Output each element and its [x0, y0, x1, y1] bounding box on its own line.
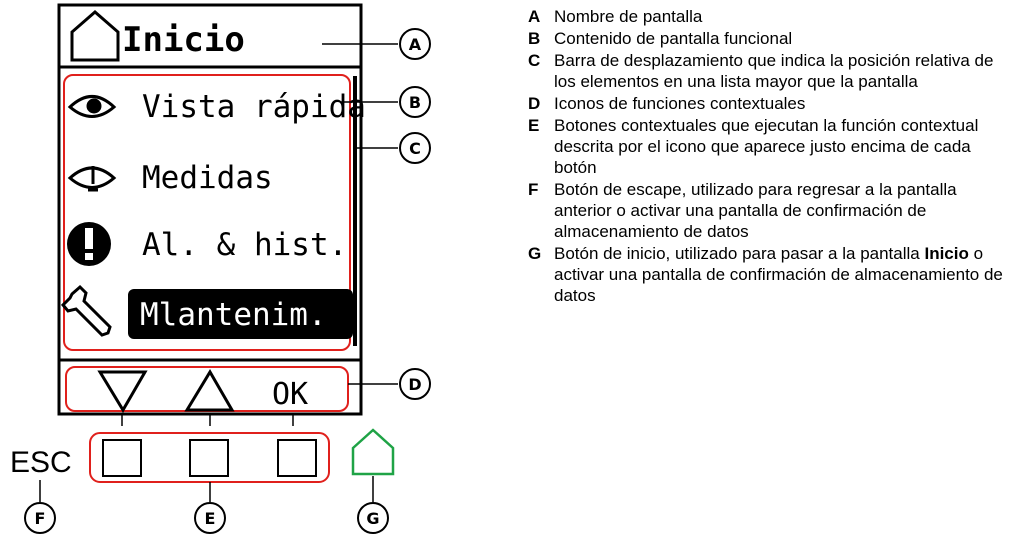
callout-d: [399, 368, 431, 400]
callout-f: [24, 502, 56, 534]
legend-item-g: G Botón de inicio, utilizado para pasar …: [528, 243, 1018, 306]
softkey-ok-label: OK: [272, 377, 308, 412]
wrench-icon: [60, 284, 112, 337]
menu-item-label: Vista rápida: [142, 89, 366, 125]
legend-text: Botón de inicio, utilizado para pasar a …: [554, 243, 1018, 306]
legend-item-b: B Contenido de pantalla funcional: [528, 28, 1018, 49]
legend-text: Botón de escape, utilizado para regresar…: [554, 180, 957, 241]
callout-a-label: A: [409, 35, 422, 54]
legend-letter: D: [528, 94, 541, 113]
device-diagram: Inicio Vista rápida Medidas Al. & hist.: [10, 3, 431, 534]
legend-highlight: Inicio: [924, 244, 969, 263]
menu-item-vista-rapida: Vista rápida: [67, 89, 366, 125]
callout-c-label: C: [409, 139, 421, 158]
legend-letter: E: [528, 116, 540, 135]
callout-b-label: B: [409, 93, 421, 112]
menu-item-alarmas: Al. & hist.: [67, 222, 347, 266]
menu-item-medidas: Medidas: [67, 160, 273, 196]
eye-icon: [67, 95, 117, 118]
arrow-down-icon: [97, 370, 148, 413]
alarm-icon: [67, 222, 111, 266]
legend-text-part: o activar una pantalla de confirmación d…: [554, 244, 1003, 305]
measure-eye-icon: [67, 166, 117, 192]
callout-g-label: G: [366, 509, 379, 528]
legend-text: Contenido de pantalla funcional: [554, 29, 793, 48]
menu-item-label: Al. & hist.: [142, 227, 347, 263]
callout-f-label: F: [35, 509, 46, 528]
content-highlight: [63, 74, 351, 351]
selected-item-bg: [128, 289, 353, 339]
lcd-frame: [57, 3, 363, 416]
callout-c: [399, 132, 431, 164]
legend-text: Nombre de pantalla: [554, 7, 703, 26]
legend-text: Barra de desplazamiento que indica la po…: [554, 51, 994, 91]
home-button-icon[interactable]: [351, 428, 395, 476]
menu-item-mantenimiento: Mlantenim.: [60, 284, 353, 339]
legend-text: Botones contextuales que ejecutan la fun…: [554, 116, 979, 177]
legend-item-a: A Nombre de pantalla: [528, 6, 1018, 27]
legend-item-d: D Iconos de funciones contextuales: [528, 93, 1018, 114]
esc-label[interactable]: ESC: [10, 446, 72, 479]
legend-item-c: C Barra de desplazamiento que indica la …: [528, 50, 1018, 92]
contextual-button-3[interactable]: [277, 439, 317, 477]
callout-b: [399, 86, 431, 118]
callout-a: [399, 28, 431, 60]
screen-title: Inicio: [122, 20, 245, 60]
legend-item-f: F Botón de escape, utilizado para regres…: [528, 179, 1018, 242]
callout-e: [194, 502, 226, 534]
legend-text-part: Botón de inicio, utilizado para pasar a …: [554, 244, 925, 263]
legend-item-e: E Botones contextuales que ejecutan la f…: [528, 115, 1018, 178]
legend-letter: F: [528, 180, 539, 199]
menu-item-label: Mlantenim.: [140, 297, 327, 333]
legend-letter: G: [528, 244, 542, 263]
legend-letter: C: [528, 51, 541, 70]
legend-letter: A: [528, 7, 541, 26]
arrow-up-icon: [184, 369, 235, 412]
legend-text: Iconos de funciones contextuales: [554, 94, 806, 113]
contextual-button-2[interactable]: [189, 439, 229, 477]
contextual-button-1[interactable]: [102, 439, 142, 477]
callout-d-label: D: [408, 375, 421, 394]
callout-e-label: E: [205, 509, 216, 528]
callout-g: [357, 502, 389, 534]
menu-item-label: Medidas: [142, 160, 273, 196]
legend-letter: B: [528, 29, 541, 48]
legend: A Nombre de pantalla B Contenido de pant…: [528, 6, 1018, 307]
scroll-bar: [353, 76, 357, 346]
home-icon: [70, 10, 120, 62]
